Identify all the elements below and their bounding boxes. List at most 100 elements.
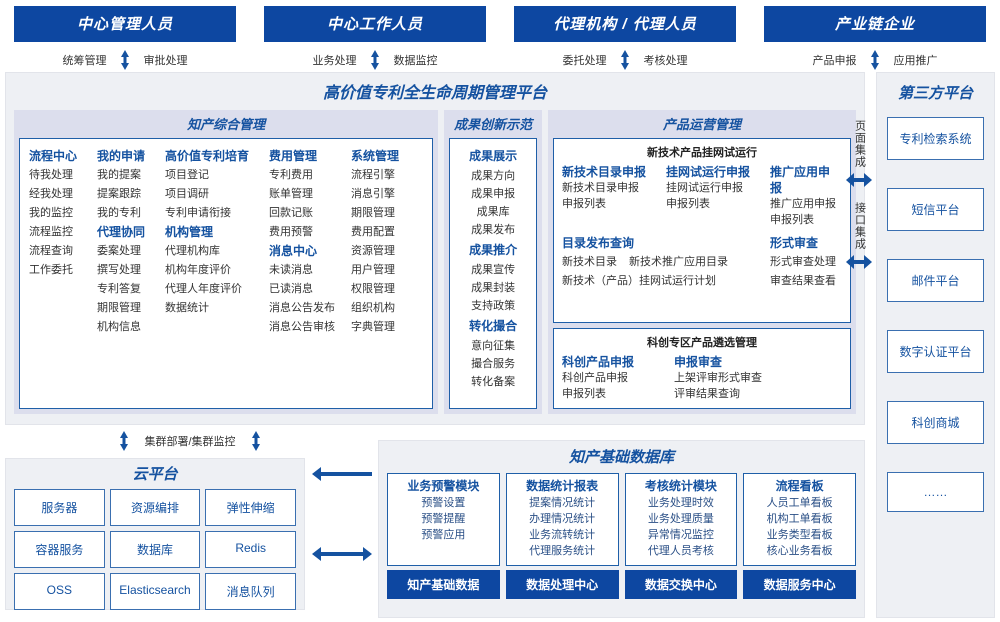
menu-item[interactable]: 机构信息: [97, 321, 141, 333]
menu-group-title[interactable]: 我的申请: [97, 149, 146, 163]
menu-group-title[interactable]: 系统管理: [351, 149, 400, 163]
menu-item[interactable]: 申报列表: [562, 388, 606, 400]
third-party-item-email[interactable]: 邮件平台: [887, 259, 984, 302]
menu-group-title[interactable]: 挂网试运行申报: [666, 165, 751, 179]
menu-item[interactable]: 科创产品申报: [562, 372, 628, 384]
menu-item[interactable]: 提案跟踪: [97, 188, 141, 200]
menu-item[interactable]: 意向征集: [471, 340, 516, 352]
cloud-cell-orchestration[interactable]: 资源编排: [109, 489, 201, 526]
db-item[interactable]: 业务处理时效: [647, 497, 714, 509]
menu-item[interactable]: 代理机构库: [165, 245, 220, 257]
menu-item[interactable]: 资源管理: [351, 245, 395, 257]
db-item[interactable]: 业务类型看板: [766, 529, 833, 541]
menu-item[interactable]: 费用预警: [269, 226, 313, 238]
db-item[interactable]: 业务处理质量: [647, 513, 714, 525]
menu-item[interactable]: 经我处理: [29, 188, 73, 200]
db-footer-exchange-center[interactable]: 数据交换中心: [624, 570, 738, 599]
menu-item[interactable]: 账单管理: [269, 188, 313, 200]
menu-item[interactable]: 成果发布: [471, 224, 516, 236]
menu-item[interactable]: 待我处理: [29, 169, 73, 181]
menu-item[interactable]: 专利答复: [97, 283, 141, 295]
db-footer-basic-data[interactable]: 知产基础数据: [387, 570, 500, 599]
cloud-cell-message-queue[interactable]: 消息队列: [205, 573, 296, 610]
db-footer-processing-center[interactable]: 数据处理中心: [505, 570, 619, 599]
menu-item[interactable]: 申报列表: [666, 198, 710, 210]
menu-item[interactable]: 专利申请衔接: [165, 207, 231, 219]
db-item[interactable]: 核心业务看板: [766, 545, 833, 557]
menu-group-title[interactable]: 代理协同: [97, 225, 146, 239]
menu-item[interactable]: 审查结果查看: [770, 275, 836, 287]
menu-item[interactable]: 新技术推广应用目录: [629, 256, 728, 268]
menu-item[interactable]: 消息公告发布: [269, 302, 335, 314]
menu-group-title[interactable]: 成果推介: [469, 243, 518, 257]
menu-group-title[interactable]: 形式审查: [770, 236, 819, 250]
menu-group-title[interactable]: 机构管理: [165, 225, 214, 239]
third-party-item-patent-search[interactable]: 专利检索系统: [887, 117, 984, 160]
db-item[interactable]: 预警提醒: [421, 513, 466, 525]
db-item[interactable]: 预警设置: [421, 497, 466, 509]
cloud-cell-redis[interactable]: Redis: [205, 531, 296, 568]
menu-item[interactable]: 权限管理: [351, 283, 395, 295]
db-item[interactable]: 异常情况监控: [647, 529, 714, 541]
menu-group-title[interactable]: 推广应用申报: [770, 165, 831, 195]
cloud-cell-container[interactable]: 容器服务: [14, 531, 105, 568]
third-party-item-sms[interactable]: 短信平台: [887, 188, 984, 231]
menu-item[interactable]: 新技术目录: [562, 256, 617, 268]
db-item[interactable]: 人员工单看板: [766, 497, 833, 509]
db-item[interactable]: 办理情况统计: [529, 513, 596, 525]
menu-item[interactable]: 撰写处理: [97, 264, 141, 276]
menu-item[interactable]: 数据统计: [165, 302, 209, 314]
db-item[interactable]: 代理人员考核: [647, 545, 714, 557]
menu-item[interactable]: 组织机构: [351, 302, 395, 314]
menu-item[interactable]: 推广应用申报: [770, 198, 836, 210]
menu-item[interactable]: 申报列表: [770, 214, 814, 226]
menu-item[interactable]: 我的专利: [97, 207, 141, 219]
menu-item[interactable]: 形式审查处理: [770, 256, 836, 268]
menu-item[interactable]: 新技术（产品）挂网试运行计划: [562, 275, 716, 287]
menu-group-title[interactable]: 流程中心: [29, 149, 78, 163]
menu-item[interactable]: 已读消息: [269, 283, 313, 295]
menu-group-title[interactable]: 成果展示: [469, 149, 518, 163]
db-item[interactable]: 代理服务统计: [529, 545, 596, 557]
db-item[interactable]: 预警应用: [421, 529, 466, 541]
menu-item[interactable]: 挂网试运行申报: [666, 182, 743, 194]
role-header-agency[interactable]: 代理机构 / 代理人员: [514, 6, 736, 42]
menu-item[interactable]: 流程引擎: [351, 169, 395, 181]
db-item[interactable]: 机构工单看板: [766, 513, 833, 525]
menu-item[interactable]: 消息公告审核: [269, 321, 335, 333]
db-footer-service-center[interactable]: 数据服务中心: [743, 570, 856, 599]
menu-group-title[interactable]: 消息中心: [269, 244, 318, 258]
cloud-cell-oss[interactable]: OSS: [14, 573, 105, 610]
menu-group-title[interactable]: 新技术目录申报: [562, 165, 647, 179]
menu-item[interactable]: 用户管理: [351, 264, 395, 276]
cloud-cell-elasticsearch[interactable]: Elasticsearch: [109, 573, 201, 610]
third-party-item-innovation-mall[interactable]: 科创商城: [887, 401, 984, 444]
menu-item[interactable]: 评审结果查询: [674, 388, 740, 400]
third-party-item-more[interactable]: ……: [887, 472, 984, 512]
menu-item[interactable]: 代理人年度评价: [165, 283, 242, 295]
role-header-center-staff[interactable]: 中心工作人员: [264, 6, 486, 42]
db-item[interactable]: 业务流转统计: [529, 529, 596, 541]
menu-item[interactable]: 消息引擎: [351, 188, 395, 200]
cloud-cell-autoscaling[interactable]: 弹性伸缩: [205, 489, 296, 526]
menu-item[interactable]: 转化备案: [471, 376, 516, 388]
cloud-cell-database[interactable]: 数据库: [109, 531, 201, 568]
menu-item[interactable]: 成果库: [476, 206, 510, 218]
menu-item[interactable]: 期限管理: [351, 207, 395, 219]
menu-item[interactable]: 项目调研: [165, 188, 209, 200]
menu-item[interactable]: 成果封装: [471, 282, 516, 294]
menu-item[interactable]: 工作委托: [29, 264, 73, 276]
menu-item[interactable]: 费用配置: [351, 226, 395, 238]
menu-item[interactable]: 字典管理: [351, 321, 395, 333]
menu-item[interactable]: 机构年度评价: [165, 264, 231, 276]
menu-item[interactable]: 专利费用: [269, 169, 313, 181]
menu-item[interactable]: 我的提案: [97, 169, 141, 181]
third-party-item-digital-cert[interactable]: 数字认证平台: [887, 330, 984, 373]
menu-item[interactable]: 流程查询: [29, 245, 73, 257]
menu-item[interactable]: 新技术目录申报: [562, 182, 639, 194]
menu-item[interactable]: 期限管理: [97, 302, 141, 314]
menu-item[interactable]: 我的监控: [29, 207, 73, 219]
menu-group-title[interactable]: 费用管理: [269, 149, 318, 163]
menu-group-title[interactable]: 转化撮合: [469, 319, 518, 333]
db-item[interactable]: 提案情况统计: [529, 497, 596, 509]
